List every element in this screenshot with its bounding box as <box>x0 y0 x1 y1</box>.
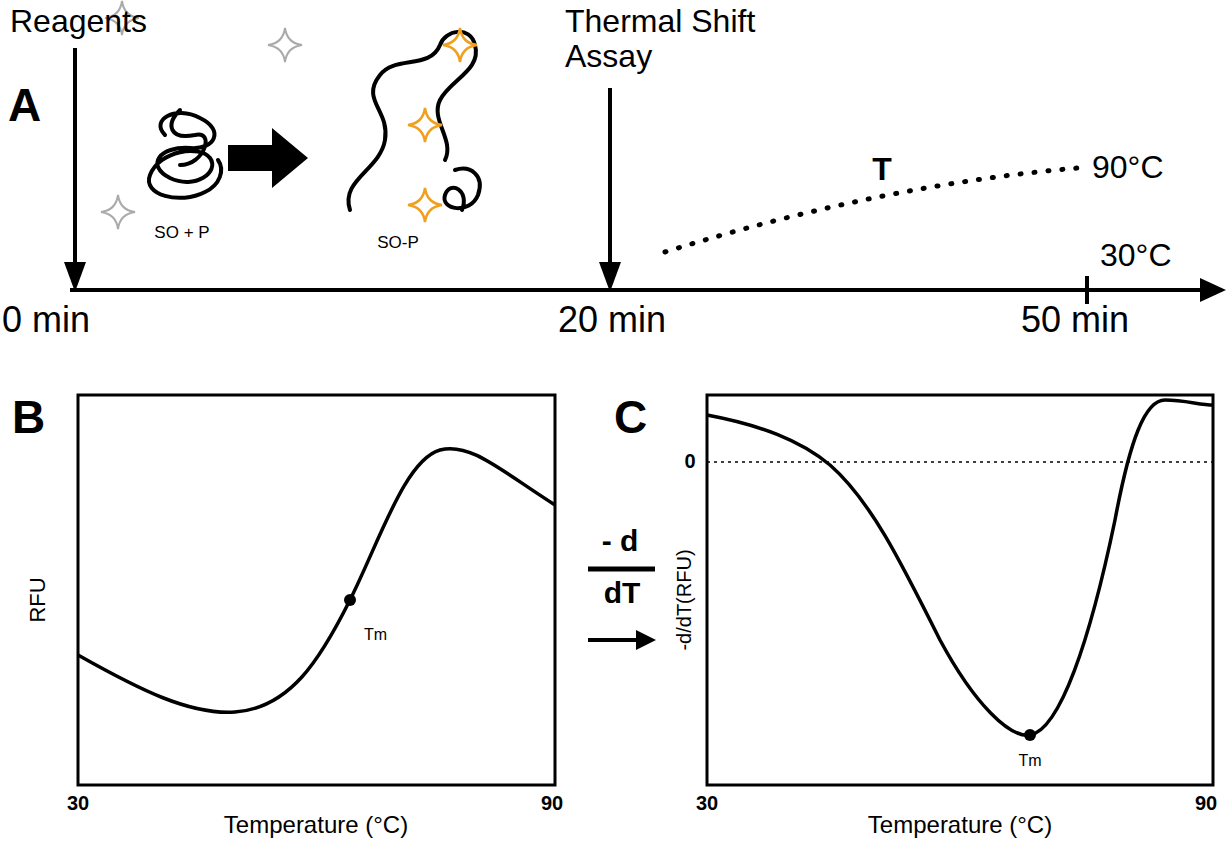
tm-label: Tm <box>364 626 387 644</box>
axis-arrowhead <box>1200 278 1226 302</box>
folded-protein <box>149 110 221 198</box>
operator-text: dT <box>604 576 641 609</box>
axis-title: -d/dT(RFU) <box>673 549 695 650</box>
tick-label: 0 <box>684 450 695 472</box>
panel-letter: A <box>8 80 41 131</box>
axis-title: RFU <box>26 577 50 622</box>
tick-label: 90 <box>541 792 563 814</box>
arrowhead <box>636 630 656 650</box>
plot-frame <box>707 395 1213 785</box>
axis-title: Temperature (°C) <box>868 812 1052 838</box>
melt-curve <box>78 449 555 713</box>
bound-dye-stars <box>408 28 477 222</box>
temperature-label: 90°C <box>1092 150 1164 185</box>
time-label: 20 min <box>558 300 666 340</box>
tm-label: Tm <box>1018 752 1041 770</box>
arrowhead <box>599 262 621 292</box>
tm-dot <box>1024 729 1036 741</box>
zero-line <box>707 461 1213 463</box>
arrowhead <box>64 262 86 292</box>
plot-frame <box>78 395 555 785</box>
heading: Reagents <box>10 4 147 39</box>
species-label: SO-P <box>377 234 419 253</box>
transition-arrow <box>228 128 308 188</box>
tick-label: 30 <box>67 792 89 814</box>
operator-text: - d <box>602 524 639 557</box>
species-label: SO + P <box>154 224 209 243</box>
tm-dot <box>344 594 356 606</box>
axis-symbol: T <box>872 152 892 187</box>
timeline-axis <box>70 288 1205 292</box>
panel-letter: C <box>614 392 647 443</box>
time-label: 50 min <box>1021 300 1129 340</box>
axis-title: Temperature (°C) <box>224 812 408 838</box>
fraction-bar <box>588 567 655 572</box>
tick-label: 30 <box>696 792 718 814</box>
derivative-curve <box>707 400 1213 735</box>
time-label: 0 min <box>2 300 90 340</box>
heading: Thermal Shift Assay <box>565 4 800 74</box>
tick-label: 90 <box>1195 792 1217 814</box>
operator-arrow <box>588 638 640 642</box>
assay-arrow <box>608 88 612 268</box>
start-arrow <box>73 48 77 268</box>
temperature-ramp <box>665 168 1078 252</box>
temperature-label: 30°C <box>1100 238 1172 273</box>
panel-letter: B <box>12 392 45 443</box>
